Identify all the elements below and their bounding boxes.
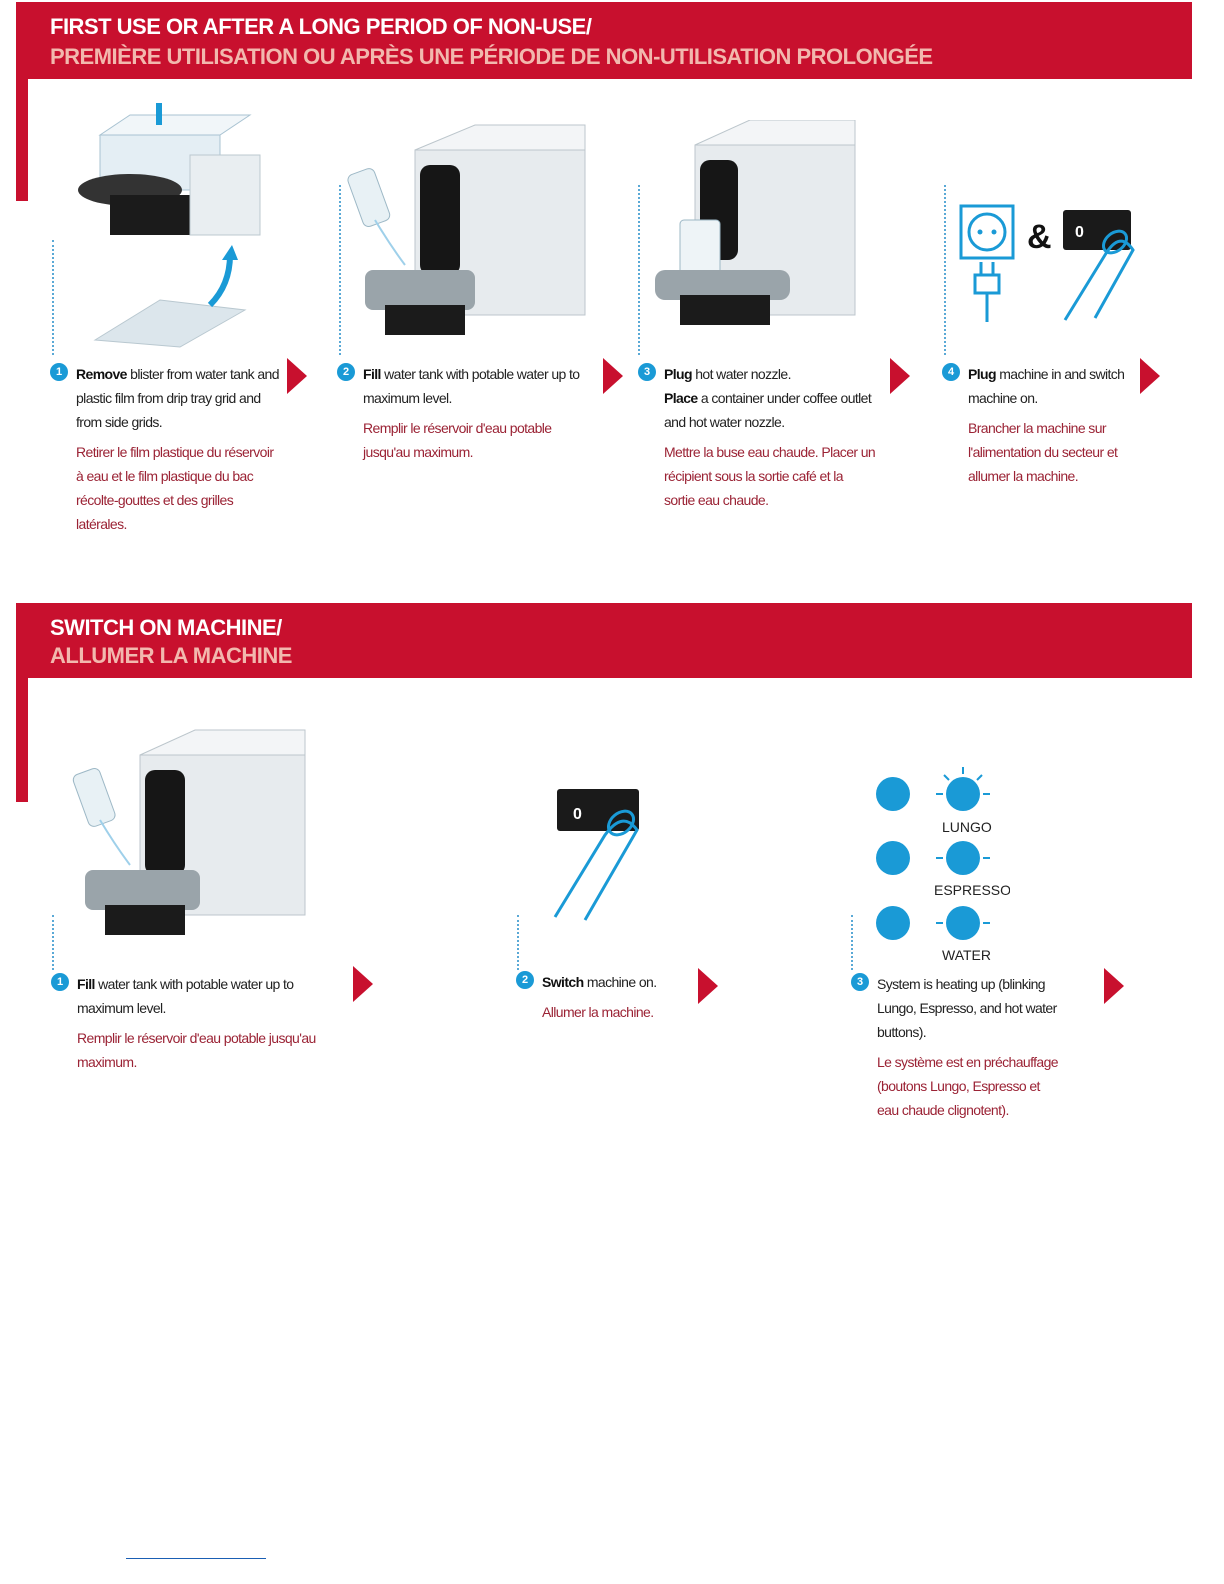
step-instruction-fr: Brancher la machine sur l'alimentation d… [968,420,1118,484]
section-2-sidebar-accent [16,678,28,802]
switch-button-icon [1063,210,1131,250]
plug-and-switch-illustration: & 0 [959,204,1135,322]
power-socket-icon [959,204,1015,260]
switch-button-icon [557,789,639,831]
step-instruction-fr: Remplir le réservoir d'eau potable jusqu… [77,1030,316,1070]
next-step-arrow [1104,968,1124,1004]
step-instruction-fr: Le système est en préchauffage (boutons … [877,1054,1059,1118]
section-1-title-fr: PREMIÈRE UTILISATION OU APRÈS UNE PÉRIOD… [50,44,933,69]
section-1-step-1: 1 Remove blister from water tank and pla… [50,362,280,536]
step-instruction-en: Fill water tank with potable water up to… [77,976,294,1016]
step-divider [944,185,946,355]
step-instruction-fr: Allumer la machine. [542,1004,654,1020]
step-number-badge: 1 [51,973,69,991]
step-instruction-fr: Remplir le réservoir d'eau potable jusqu… [363,420,552,460]
lungo-blinking-icon [946,777,980,811]
next-step-arrow [603,358,623,394]
espresso-label: ESPRESSO [934,882,1010,898]
finger-icon [1063,239,1135,321]
lungo-label: LUNGO [942,819,992,835]
step-number-badge: 2 [337,363,355,381]
step-number-badge: 4 [942,363,960,381]
section-2-title-en: SWITCH ON MACHINE/ [50,615,282,640]
blinking-buttons-illustration: LUNGO ESPRESSO WATER [876,767,1010,963]
water-blinking-icon [946,906,980,940]
step-instruction-fr: Mettre la buse eau chaude. Placer un réc… [664,444,876,508]
step-instruction-en: System is heating up (blinking Lungo, Es… [877,976,1057,1040]
footer-rule [126,1558,266,1559]
section-2-banner: SWITCH ON MACHINE/ ALLUMER LA MACHINE [16,603,1192,678]
section-2-step-1: 1 Fill water tank with potable water up … [51,972,316,1074]
svg-text:0: 0 [573,806,582,823]
step-divider [638,185,640,355]
step-divider [339,185,341,355]
section-1-step-3: 3 Plug hot water nozzle.Place a containe… [638,362,876,512]
ampersand-glyph: & [1027,218,1052,256]
water-cup-icon [876,906,910,940]
step-instruction-en: Remove blister from water tank and plast… [76,366,280,430]
fill-tank-illustration [72,729,306,935]
section-1-sidebar-accent [16,79,28,201]
next-step-arrow [1140,358,1160,394]
step-instruction-en: Plug hot water nozzle.Place a container … [664,366,872,430]
section-1-step-2: 2 Fill water tank with potable water up … [337,362,587,464]
step-divider [52,915,54,970]
step-number-badge: 1 [50,363,68,381]
step-instruction-en: Plug machine in and switch machine on. [968,366,1125,406]
section-2-step-3: 3 System is heating up (blinking Lungo, … [851,972,1061,1122]
step-number-badge: 3 [851,973,869,991]
svg-text:0: 0 [1075,224,1084,241]
section-2-step-2: 2 Switch machine on. Allumer la machine. [516,970,686,1024]
blister-removal-illustration [78,103,261,348]
step-divider [52,240,54,355]
espresso-blinking-icon [946,841,980,875]
step-number-badge: 3 [638,363,656,381]
section-1-title-en: FIRST USE OR AFTER A LONG PERIOD OF NON-… [50,14,592,39]
next-step-arrow [287,358,307,394]
section-2-title-fr: ALLUMER LA MACHINE [50,643,292,668]
next-step-arrow [890,358,910,394]
hot-water-nozzle-illustration [655,120,856,325]
section-1-step-4: 4 Plug machine in and switch machine on.… [942,362,1132,488]
water-label: WATER [942,947,991,963]
fill-tank-illustration [347,124,586,335]
step-instruction-fr: Retirer le film plastique du réservoir à… [76,444,274,532]
section-1-banner: FIRST USE OR AFTER A LONG PERIOD OF NON-… [16,2,1192,79]
step-divider [851,915,853,970]
step-instruction-en: Switch machine on. [542,974,657,990]
next-step-arrow [698,968,718,1004]
espresso-cup-icon [876,841,910,875]
step-divider [517,915,519,970]
lungo-cup-icon [876,777,910,811]
step-instruction-en: Fill water tank with potable water up to… [363,366,580,406]
switch-on-illustration: 0 [553,789,639,921]
next-step-arrow [353,966,373,1002]
step-number-badge: 2 [516,971,534,989]
finger-icon [553,819,639,921]
